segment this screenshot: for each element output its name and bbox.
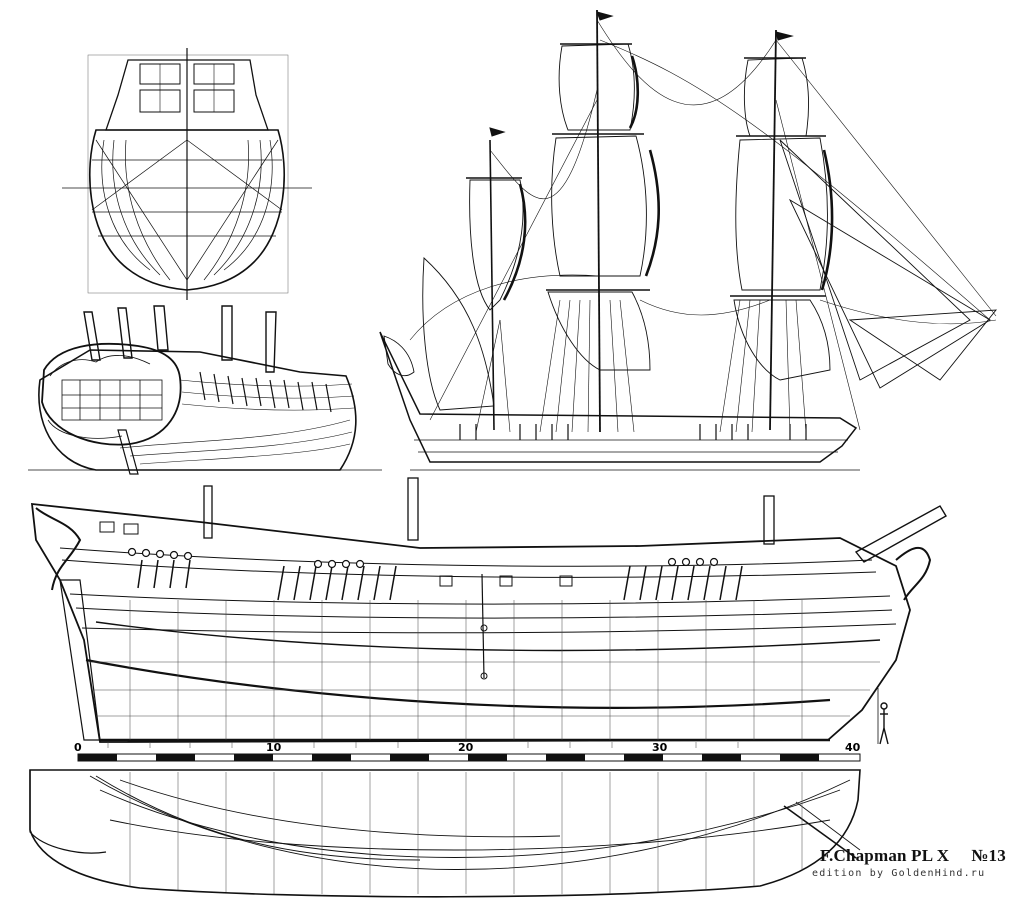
scale-tick-30: 30 (652, 741, 668, 754)
scale-bar (77, 742, 861, 762)
plate-number: №13 (971, 846, 1006, 865)
plate-title-text: F.Chapman PL X (820, 846, 950, 865)
scale-tick-20: 20 (458, 741, 474, 754)
scale-tick-40: 40 (845, 741, 861, 754)
edition-credit: edition by GoldenHind.ru (812, 868, 986, 879)
plate-title: F.Chapman PL X №13 (820, 846, 1006, 866)
scale-tick-10: 10 (266, 741, 282, 754)
body-plan-view (62, 48, 312, 300)
sail-plan-view (379, 9, 997, 471)
half-breadth-plan-view (29, 769, 861, 898)
scale-tick-0: 0 (74, 741, 82, 754)
stern-quarter-view (28, 305, 382, 475)
profile-draught-view (30, 477, 947, 745)
